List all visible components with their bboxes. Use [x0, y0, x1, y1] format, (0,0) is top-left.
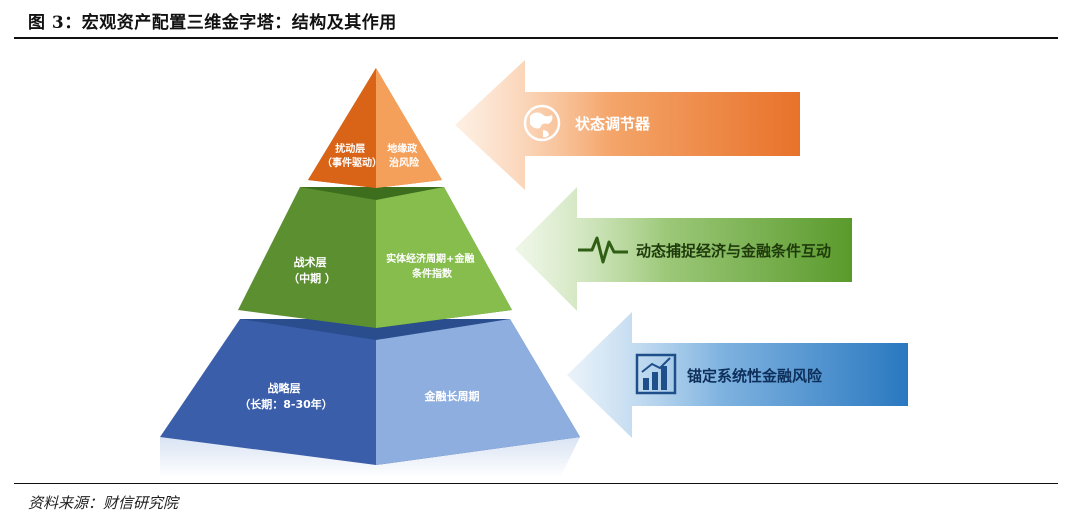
pyramid-tier-tactical: 战术层 （中期 ） 实体经济周期+金融 条件指数	[238, 187, 512, 328]
source-note: 资料来源：财信研究院	[28, 494, 179, 512]
tier-tactical-right-text: 实体经济周期+金融 条件指数	[386, 252, 478, 280]
pyramid-tier-strategic: 战略层 （长期：8-30年） 金融长周期	[160, 319, 580, 465]
arrow-state-regulator: 状态调节器	[455, 60, 800, 190]
figure-title: 图 3：宏观资产配置三维金字塔：结构及其作用	[28, 13, 397, 33]
arrow-dynamic-capture-label: 动态捕捉经济与金融条件互动	[636, 242, 831, 260]
arrow-systemic-risk: 锚定系统性金融风险	[567, 312, 908, 438]
tier-strategic-left-text: 战略层 （长期：8-30年）	[239, 381, 333, 411]
source-divider	[14, 483, 1058, 484]
bar-chart-icon	[635, 353, 677, 395]
arrow-state-regulator-label: 状态调节器	[575, 115, 651, 133]
tier-tactical-left-text: 战术层 （中期 ）	[288, 255, 336, 285]
globe-icon	[523, 104, 561, 142]
arrow-systemic-risk-label: 锚定系统性金融风险	[687, 367, 823, 385]
tier-strategic-right-text: 金融长周期	[424, 389, 480, 403]
arrow-dynamic-capture: 动态捕捉经济与金融条件互动	[515, 187, 852, 311]
tier-disturbance-left-text: 扰动层 （事件驱动）	[322, 142, 382, 169]
pyramid-tier-disturbance: 扰动层 （事件驱动） 地缘政 治风险	[308, 68, 442, 188]
pulse-icon	[578, 236, 628, 264]
title-divider	[14, 37, 1058, 39]
tier-disturbance-right-text: 地缘政 治风险	[387, 142, 420, 169]
